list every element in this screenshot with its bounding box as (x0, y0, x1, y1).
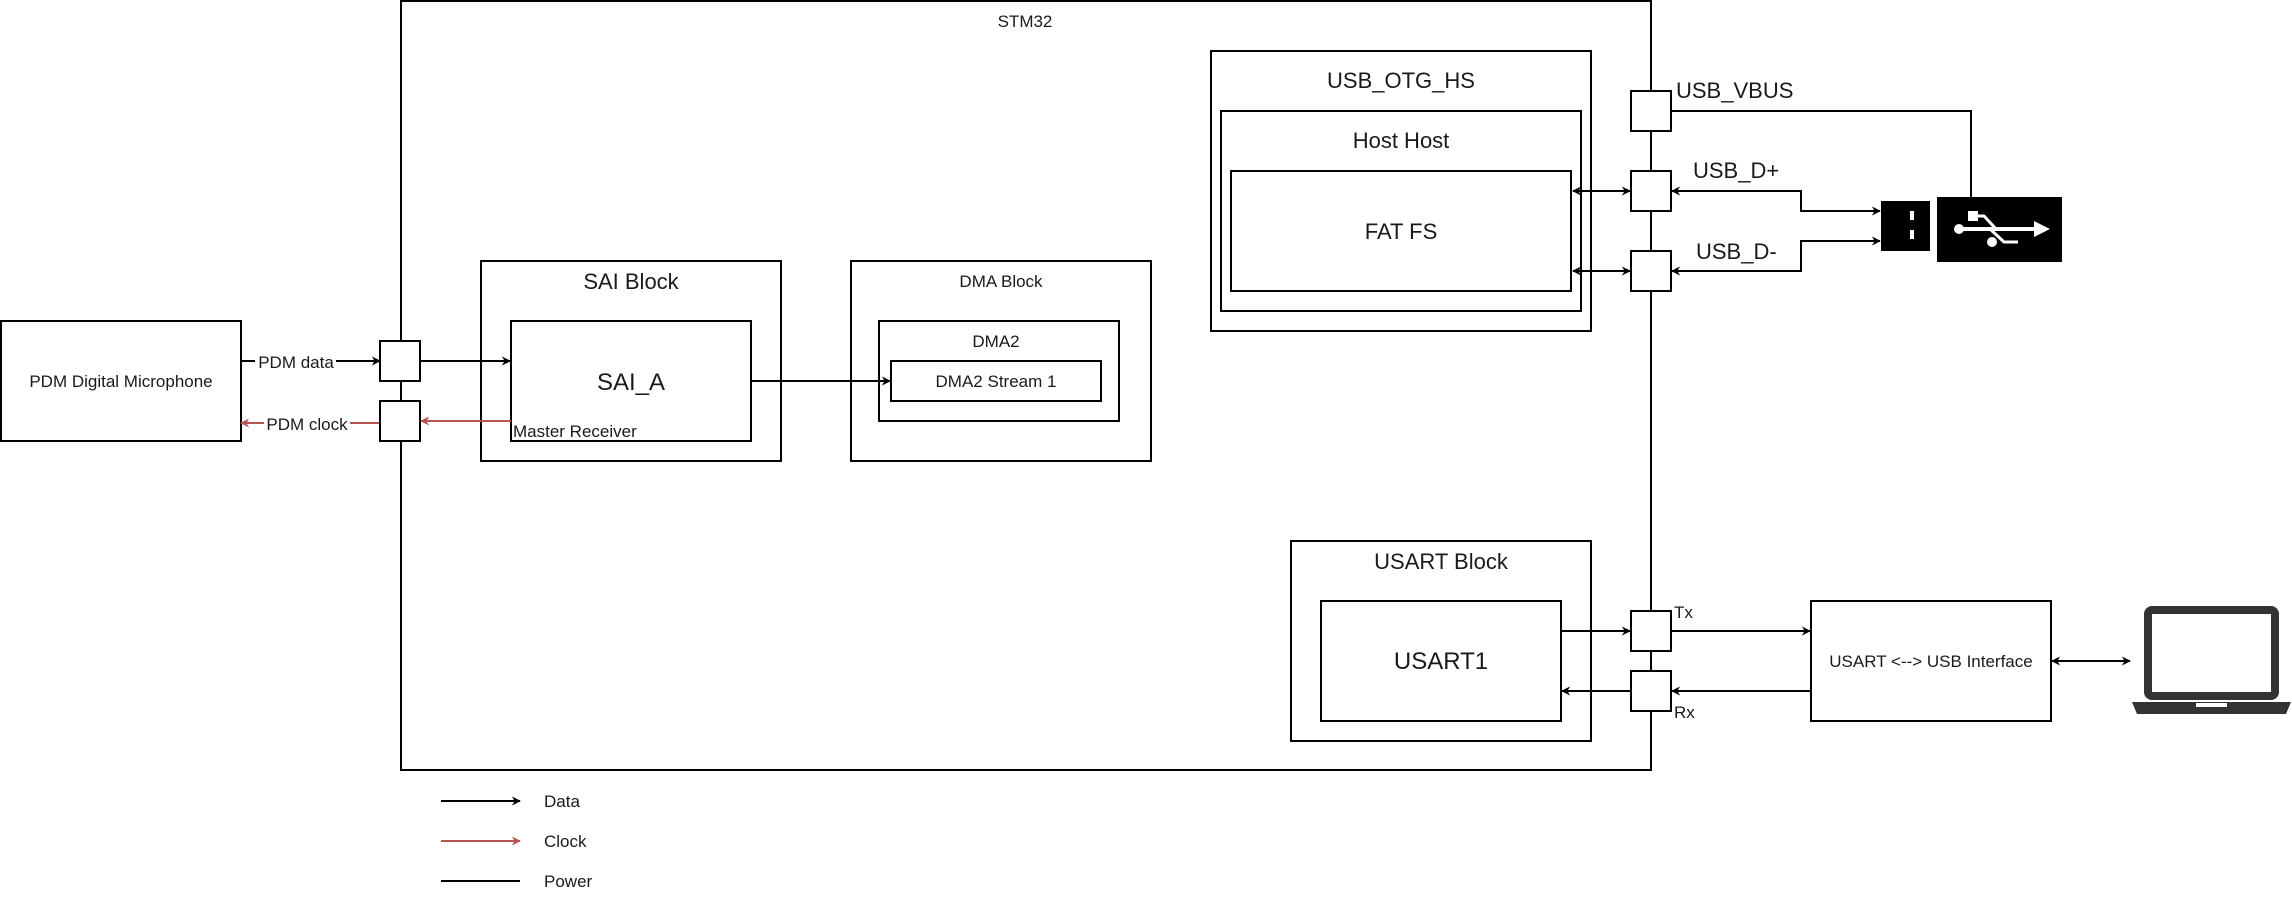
usb-dminus-label: USB_D- (1696, 239, 1777, 264)
usart-rx-label: Rx (1674, 703, 1695, 722)
host-label: Host Host (1353, 128, 1450, 153)
laptop-icon (2132, 606, 2291, 714)
usart-rx-pin (1630, 670, 1672, 712)
dma-block-title: DMA Block (959, 272, 1043, 291)
fatfs-box (1230, 170, 1572, 292)
usb-dplus-wire (1671, 186, 1881, 216)
legend-power-label: Power (544, 872, 593, 891)
dma2-stream-label: DMA2 Stream 1 (936, 372, 1057, 391)
usart-tx-label: Tx (1674, 603, 1693, 622)
sai-block-title: SAI Block (583, 269, 679, 294)
usb-dplus-label: USB_D+ (1693, 158, 1779, 183)
dma2-label: DMA2 (972, 332, 1019, 351)
legend: Data Clock Power (441, 792, 593, 891)
sai-a-label: SAI_A (597, 369, 665, 396)
usb-vbus-power-line (1671, 110, 1972, 201)
usart1-label: USART1 (1394, 648, 1488, 675)
pdm-clock-pin (379, 400, 421, 442)
usb-dplus-pin (1630, 170, 1672, 212)
usb-dminus-wire (1671, 236, 1881, 276)
fatfs-label: FAT FS (1365, 219, 1438, 244)
usb-interface-label: USART <--> USB Interface (1829, 652, 2032, 671)
usb-vbus-label: USB_VBUS (1676, 78, 1793, 103)
pdm-clock-label: PDM clock (266, 415, 348, 434)
usart-tx-pin (1630, 610, 1672, 652)
stm32-label: STM32 (998, 12, 1053, 31)
usart-block-title: USART Block (1374, 549, 1509, 574)
usb-interface-box (1810, 600, 2052, 722)
usb-symbol-icon (1937, 197, 2062, 262)
pdm-microphone-box (0, 320, 242, 442)
pdm-microphone-label: PDM Digital Microphone (29, 372, 212, 391)
legend-data-label: Data (544, 792, 580, 811)
usb-stick-icon (1881, 201, 1930, 251)
dma2-stream-box (890, 360, 1102, 402)
usb-vbus-pin (1630, 90, 1672, 132)
sai-mode-label: Master Receiver (513, 422, 637, 441)
legend-clock-label: Clock (544, 832, 587, 851)
pdm-data-label: PDM data (258, 353, 334, 372)
sai-a-box (510, 320, 752, 442)
usb-otg-title: USB_OTG_HS (1327, 68, 1475, 93)
pdm-data-pin (379, 340, 421, 382)
usb-dminus-pin (1630, 250, 1672, 292)
usart1-box (1320, 600, 1562, 722)
